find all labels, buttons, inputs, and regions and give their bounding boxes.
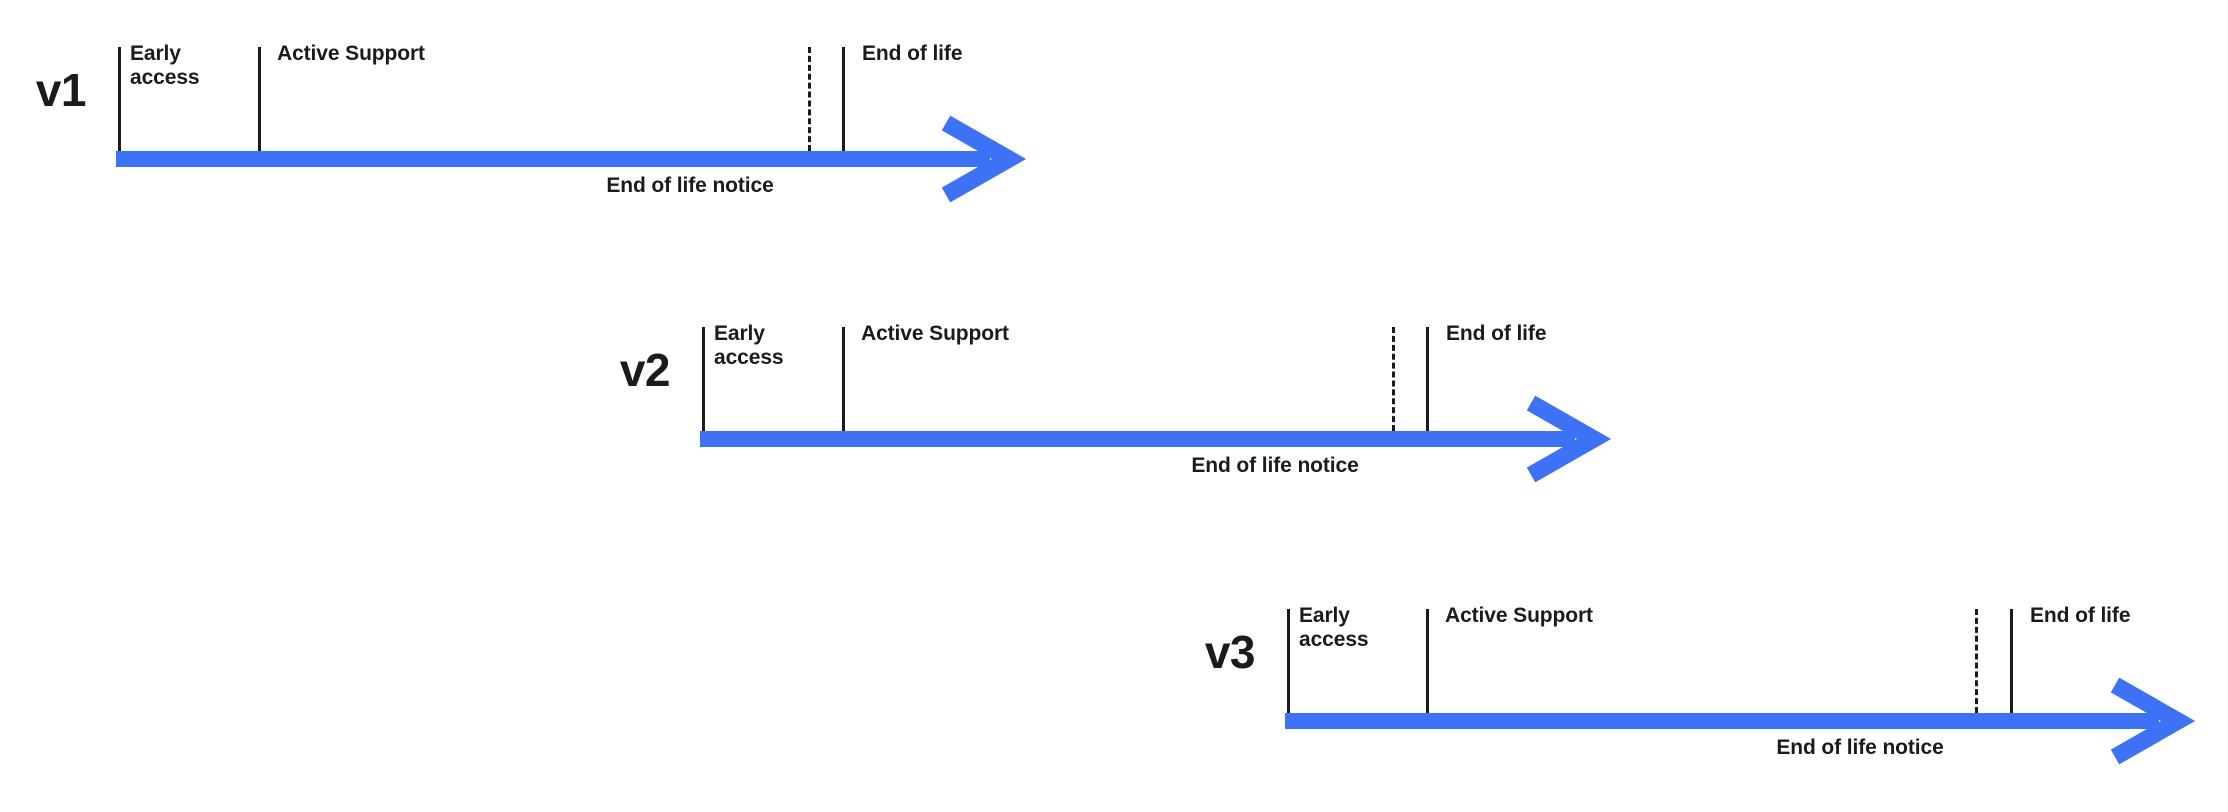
phase-label-active-support: Active Support bbox=[1445, 604, 1593, 627]
timeline-arrow-head-icon bbox=[941, 115, 1027, 203]
end-of-life-notice-divider bbox=[1392, 327, 1395, 431]
phase-divider-active-support bbox=[258, 47, 261, 151]
end-of-life-notice-divider bbox=[808, 47, 811, 151]
end-of-life-notice-label: End of life notice bbox=[606, 174, 774, 197]
phase-label-early-access: Early access bbox=[130, 42, 200, 89]
phase-divider-end-of-life bbox=[1426, 327, 1429, 431]
phase-label-end-of-life: End of life bbox=[1446, 322, 1547, 345]
phase-label-active-support: Active Support bbox=[277, 42, 425, 65]
timeline-bar bbox=[700, 431, 1575, 447]
phase-divider-early-access bbox=[1287, 609, 1290, 713]
phase-label-early-access: Early access bbox=[714, 322, 784, 369]
phase-divider-active-support bbox=[842, 327, 845, 431]
timeline-bar bbox=[1285, 713, 2159, 729]
phase-divider-end-of-life bbox=[842, 47, 845, 151]
phase-divider-early-access bbox=[702, 327, 705, 431]
phase-label-active-support: Active Support bbox=[861, 322, 1009, 345]
phase-label-end-of-life: End of life bbox=[862, 42, 963, 65]
phase-label-early-access: Early access bbox=[1299, 604, 1369, 651]
phase-divider-early-access bbox=[118, 47, 121, 151]
end-of-life-notice-divider bbox=[1975, 609, 1978, 713]
version-label-v3: v3 bbox=[1204, 626, 1256, 678]
end-of-life-notice-label: End of life notice bbox=[1191, 454, 1359, 477]
timeline-bar bbox=[116, 151, 990, 167]
phase-label-end-of-life: End of life bbox=[2030, 604, 2131, 627]
phase-divider-end-of-life bbox=[2010, 609, 2013, 713]
end-of-life-notice-label: End of life notice bbox=[1776, 736, 1944, 759]
timeline-arrow-head-icon bbox=[2110, 677, 2196, 765]
phase-divider-active-support bbox=[1426, 609, 1429, 713]
version-label-v2: v2 bbox=[619, 344, 671, 396]
timeline-arrow-head-icon bbox=[1526, 395, 1612, 483]
version-label-v1: v1 bbox=[35, 64, 87, 116]
